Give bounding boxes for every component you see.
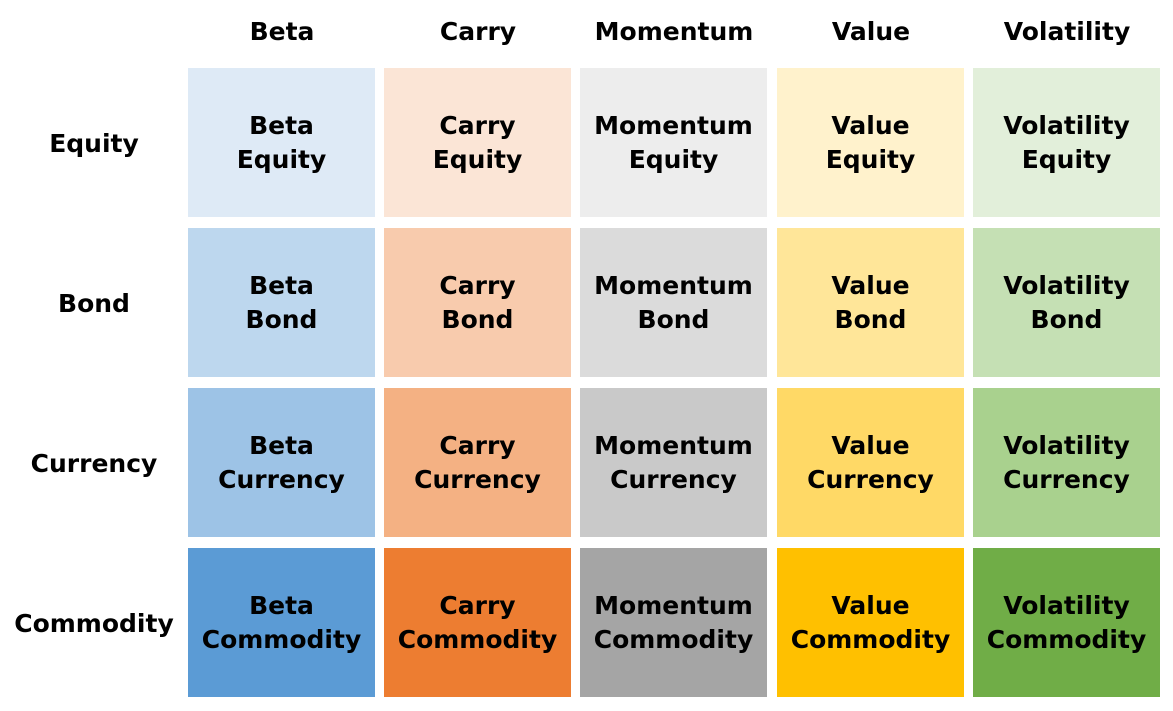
cell-asset-label: Currency [610, 464, 737, 494]
cell-asset-label: Bond [834, 304, 907, 334]
cell-factor-label: Momentum [594, 590, 753, 620]
cell-factor-label: Volatility [1003, 110, 1130, 140]
cell-asset-label: Currency [807, 464, 934, 494]
column-header-value: Value [831, 16, 911, 46]
column-header-momentum: Momentum [594, 16, 754, 46]
row-header-currency: Currency [30, 448, 158, 478]
cell-factor-label: Momentum [594, 430, 753, 460]
row-header-equity: Equity [49, 128, 139, 158]
cell-asset-label: Equity [432, 144, 523, 174]
cell-asset-label: Equity [236, 144, 327, 174]
cell-factor-label: Value [831, 590, 910, 620]
row-header-commodity: Commodity [14, 608, 174, 638]
cell-factor-label: Beta [249, 590, 314, 620]
cell-asset-label: Equity [628, 144, 719, 174]
column-header-volatility: Volatility [1003, 16, 1131, 46]
cell-factor-label: Carry [439, 270, 516, 300]
cell-factor-label: Carry [439, 110, 516, 140]
row-header-bond: Bond [58, 288, 130, 318]
cell-factor-label: Volatility [1003, 430, 1130, 460]
cell-asset-label: Equity [1021, 144, 1112, 174]
cell-factor-label: Beta [249, 110, 314, 140]
cell-factor-label: Carry [439, 590, 516, 620]
cell-factor-label: Momentum [594, 270, 753, 300]
cell-asset-label: Commodity [201, 624, 362, 654]
cell-factor-label: Value [831, 270, 910, 300]
cell-asset-label: Equity [825, 144, 916, 174]
cell-asset-label: Bond [1030, 304, 1103, 334]
cell-asset-label: Bond [637, 304, 710, 334]
cell-asset-label: Commodity [790, 624, 951, 654]
cell-factor-label: Value [831, 110, 910, 140]
cell-asset-label: Commodity [397, 624, 558, 654]
column-header-carry: Carry [439, 16, 517, 46]
cell-asset-label: Commodity [986, 624, 1147, 654]
cell-asset-label: Bond [245, 304, 318, 334]
cell-factor-label: Momentum [594, 110, 753, 140]
cell-factor-label: Volatility [1003, 590, 1130, 620]
column-header-beta: Beta [249, 16, 315, 46]
cell-asset-label: Commodity [593, 624, 754, 654]
cell-asset-label: Bond [441, 304, 514, 334]
cell-factor-label: Value [831, 430, 910, 460]
cell-asset-label: Currency [1003, 464, 1130, 494]
cell-factor-label: Beta [249, 430, 314, 460]
cell-asset-label: Currency [218, 464, 345, 494]
cell-factor-label: Volatility [1003, 270, 1130, 300]
cell-asset-label: Currency [414, 464, 541, 494]
cell-factor-label: Beta [249, 270, 314, 300]
cell-factor-label: Carry [439, 430, 516, 460]
